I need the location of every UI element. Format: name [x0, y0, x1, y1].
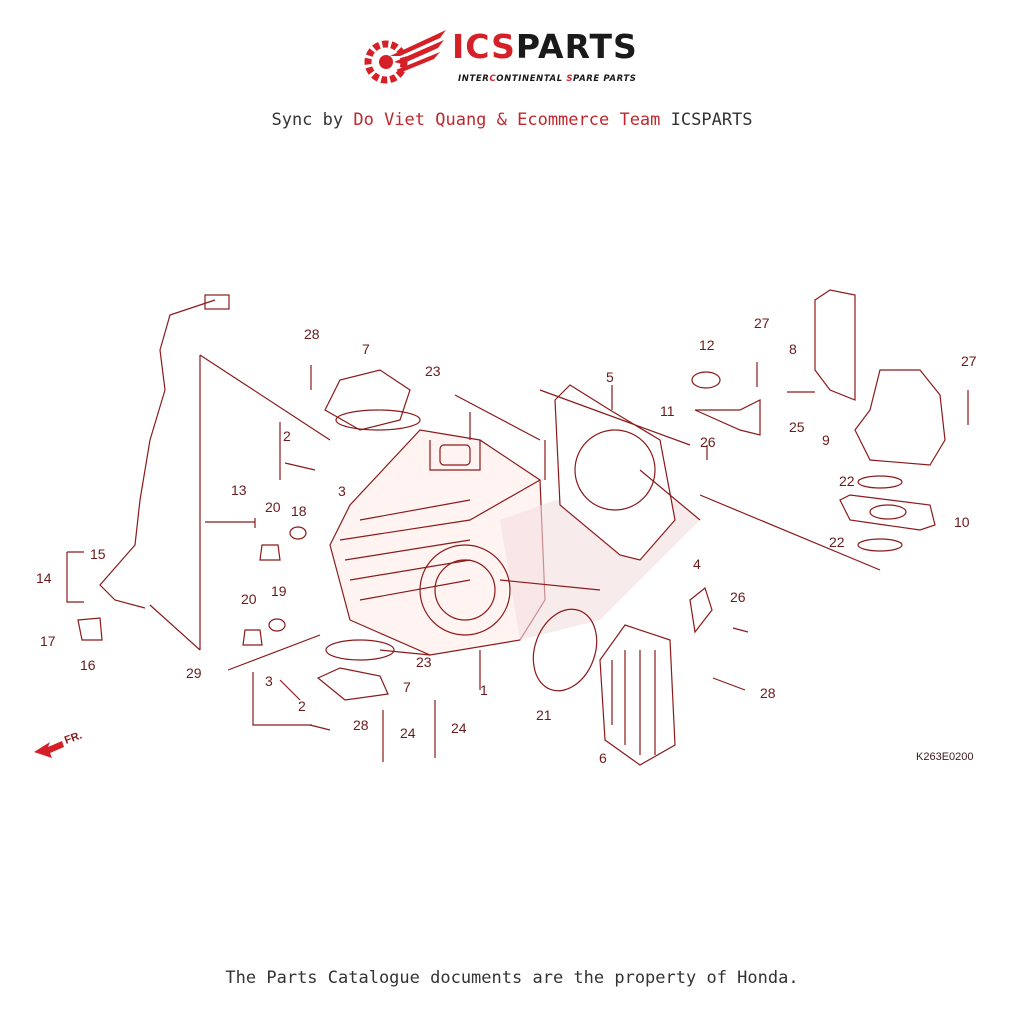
callout-21: 21: [536, 707, 552, 723]
callout-13: 13: [231, 482, 247, 498]
callout-18: 18: [291, 503, 307, 519]
callout-26: 26: [700, 434, 716, 450]
valve-cover-top-part: [324, 369, 411, 431]
callout-27: 27: [961, 353, 977, 369]
callout-16: 16: [80, 657, 96, 673]
callout-26: 26: [730, 589, 746, 605]
callout-23: 23: [425, 363, 441, 379]
callout-3: 3: [265, 673, 273, 689]
brand-name: ICSPARTS: [452, 27, 638, 66]
callout-27: 27: [754, 315, 770, 331]
callout-25: 25: [789, 419, 805, 435]
callout-19: 19: [271, 583, 287, 599]
callout-28: 28: [353, 717, 369, 733]
callout-22: 22: [829, 534, 845, 550]
callout-2: 2: [298, 698, 306, 714]
joint-part: [839, 494, 936, 531]
callout-24: 24: [400, 725, 416, 741]
callout-28: 28: [760, 685, 776, 701]
wing-gear-logo-icon: [364, 30, 446, 84]
callout-10: 10: [954, 514, 970, 530]
callout-4: 4: [693, 556, 701, 572]
diagram-code: K263E0200: [916, 751, 974, 763]
callout-29: 29: [186, 665, 202, 681]
callout-8: 8: [789, 341, 797, 357]
callout-7: 7: [403, 679, 411, 695]
callout-labels: 28 7 23 5 12 27 8 27 11 25 26 9 2 3 13 2…: [36, 315, 977, 766]
callout-20: 20: [241, 591, 257, 607]
callout-2: 2: [283, 428, 291, 444]
header: ICSPARTS INTERCONTINENTAL SPARE PARTS: [0, 22, 1024, 92]
front-direction-marker: FR.: [32, 728, 102, 766]
brand-tagline: INTERCONTINENTAL SPARE PARTS: [458, 74, 637, 84]
insulator-part: [854, 369, 946, 466]
bracket-part: [814, 289, 856, 401]
callout-23: 23: [416, 654, 432, 670]
callout-1: 1: [480, 682, 488, 698]
callout-6: 6: [599, 750, 607, 766]
callout-28: 28: [304, 326, 320, 342]
sync-credit: Sync by Do Viet Quang & Ecommerce Team I…: [271, 110, 753, 130]
callout-12: 12: [699, 337, 715, 353]
callout-17: 17: [40, 633, 56, 649]
callout-3: 3: [338, 483, 346, 499]
callout-22: 22: [839, 473, 855, 489]
front-arrow-icon: FR.: [34, 729, 84, 758]
valve-cover-right-part: [599, 624, 676, 766]
footer-disclaimer: The Parts Catalogue documents are the pr…: [225, 968, 799, 988]
callout-24: 24: [451, 720, 467, 736]
callout-9: 9: [822, 432, 830, 448]
connector-part: [204, 294, 230, 310]
callout-14: 14: [36, 570, 52, 586]
callout-11: 11: [660, 403, 675, 419]
callout-5: 5: [606, 369, 614, 385]
callout-20: 20: [265, 499, 281, 515]
gasket-part: [554, 384, 676, 561]
callout-15: 15: [90, 546, 106, 562]
callout-7: 7: [362, 341, 370, 357]
svg-text:FR.: FR.: [63, 729, 84, 746]
